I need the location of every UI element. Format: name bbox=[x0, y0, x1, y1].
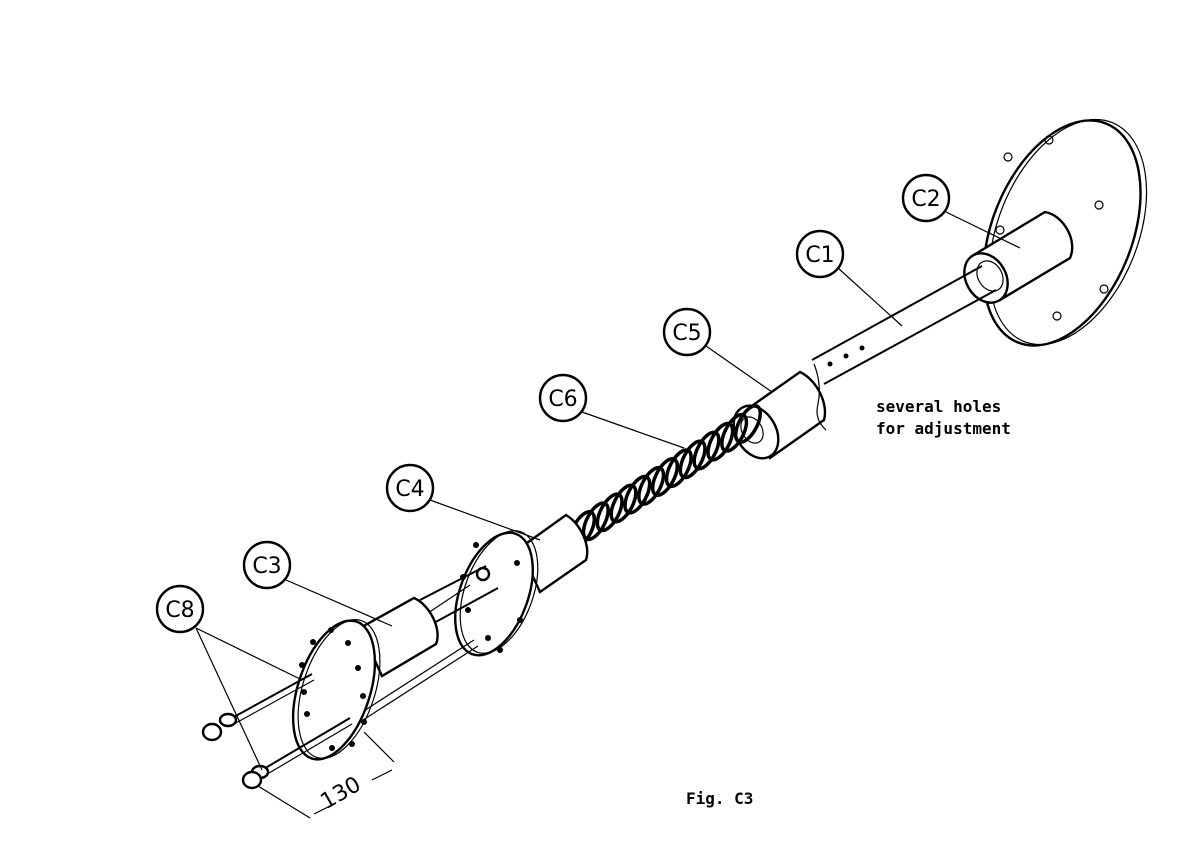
svg-text:C1: C1 bbox=[805, 243, 834, 268]
c4-cylinder bbox=[518, 513, 589, 594]
svg-text:C8: C8 bbox=[165, 598, 194, 623]
callout-c6: C6 bbox=[538, 373, 588, 423]
svg-text:C5: C5 bbox=[672, 321, 701, 346]
callout-c3: C3 bbox=[242, 540, 292, 590]
callout-c5: C5 bbox=[662, 307, 712, 357]
svg-text:C6: C6 bbox=[548, 387, 577, 412]
callout-c1: C1 bbox=[795, 229, 845, 279]
svg-text:C3: C3 bbox=[252, 554, 281, 579]
c2-sleeve bbox=[963, 210, 1074, 304]
left-plate bbox=[291, 619, 381, 761]
svg-text:C2: C2 bbox=[911, 187, 940, 212]
callout-c4: C4 bbox=[385, 463, 435, 513]
svg-text:C4: C4 bbox=[395, 477, 424, 502]
spring-coil bbox=[733, 404, 763, 444]
callout-c2: C2 bbox=[901, 173, 951, 223]
figure-caption: Fig. C3 bbox=[686, 789, 753, 808]
c8-eye-bolts bbox=[201, 673, 353, 790]
note-line-1: several holes bbox=[876, 397, 1001, 416]
note-line-2: for adjustment bbox=[876, 419, 1011, 438]
c1-tube bbox=[811, 265, 997, 385]
leader-lines bbox=[195, 211, 1021, 771]
callout-c8: C8 bbox=[155, 584, 205, 634]
connecting-rods bbox=[355, 565, 499, 723]
middle-flange bbox=[454, 530, 539, 657]
c6-spring bbox=[567, 404, 763, 550]
